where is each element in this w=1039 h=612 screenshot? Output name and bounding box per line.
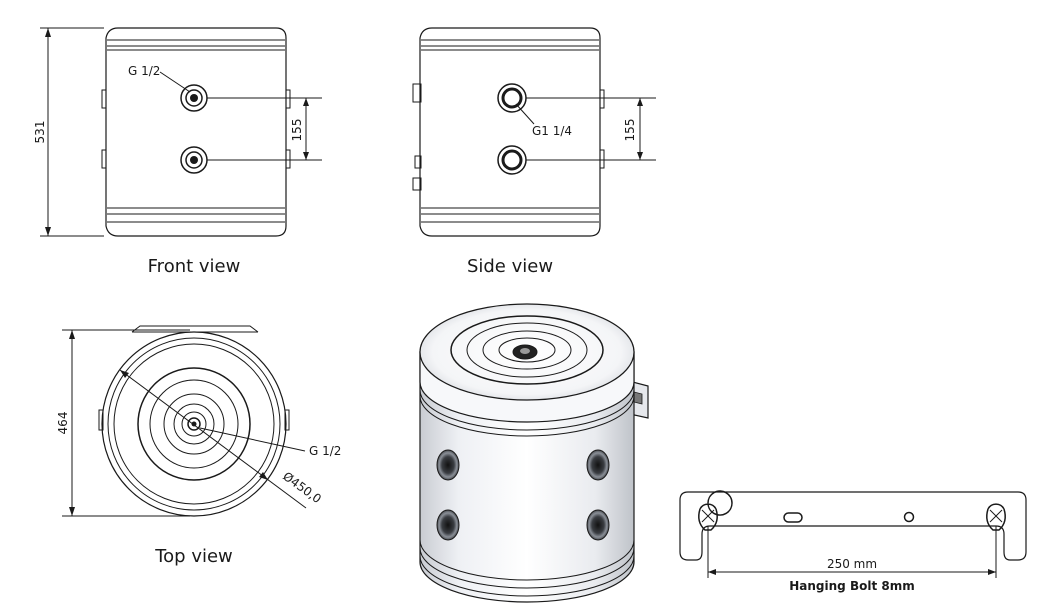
side-view-caption: Side view — [467, 256, 553, 277]
side-port-upper — [497, 83, 527, 113]
side-port-lower — [497, 145, 527, 175]
bracket-title: Hanging Bolt 8mm — [789, 579, 914, 593]
side-view: G1 1/4 155 Side view — [412, 27, 656, 277]
side-spacing-label: 155 — [623, 119, 637, 142]
side-bracket — [412, 83, 422, 103]
iso-holes — [436, 449, 610, 541]
isometric-view — [419, 303, 649, 603]
hanging-bracket: 250 mm Hanging Bolt 8mm — [679, 490, 1027, 593]
front-spacing-label: 155 — [290, 119, 304, 142]
top-view: 464 Ø450,0 G 1/2 Top view — [56, 325, 341, 567]
front-height-label: 531 — [33, 121, 47, 144]
top-port-label: G 1/2 — [309, 444, 341, 458]
front-tank-body — [105, 27, 287, 237]
top-view-caption: Top view — [154, 546, 233, 567]
front-view-caption: Front view — [148, 256, 241, 277]
side-port-label: G1 1/4 — [532, 124, 572, 138]
side-tank-body — [419, 27, 601, 237]
bracket-width-label: 250 mm — [827, 557, 877, 571]
top-depth-label: 464 — [56, 412, 70, 435]
front-port-label: G 1/2 — [128, 64, 160, 78]
top-diameter-label: Ø450,0 — [280, 469, 324, 506]
front-view: G 1/2 531 155 Front view — [33, 27, 322, 277]
